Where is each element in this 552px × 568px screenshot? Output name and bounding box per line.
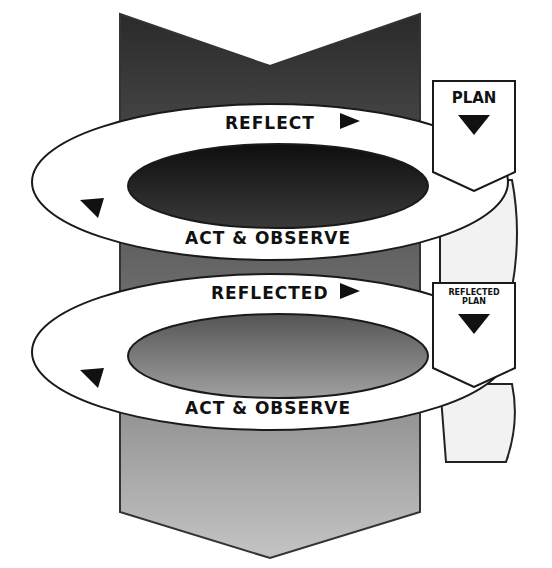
flow-arrowhead [80,368,104,388]
tab-outline [433,283,515,387]
stage-label: ACT & OBSERVE [185,399,351,419]
down-arrowhead [458,115,490,135]
stage-label: REFLECTED [211,284,329,304]
flow-arrowhead [340,113,360,129]
plan-tab: REFLECTED PLAN [432,282,516,388]
plan-tab: PLAN [432,80,516,192]
flow-arrowhead [340,283,360,299]
plan-label: REFLECTED PLAN [443,288,505,306]
flow-arrowhead [80,198,104,218]
tab-outline [433,81,515,191]
stage-label: ACT & OBSERVE [185,229,351,249]
stage-label: REFLECT [225,114,315,134]
down-arrowhead [458,314,490,334]
ring-hole [128,314,428,398]
plan-label: PLAN [436,90,512,107]
ring-hole [128,144,428,228]
